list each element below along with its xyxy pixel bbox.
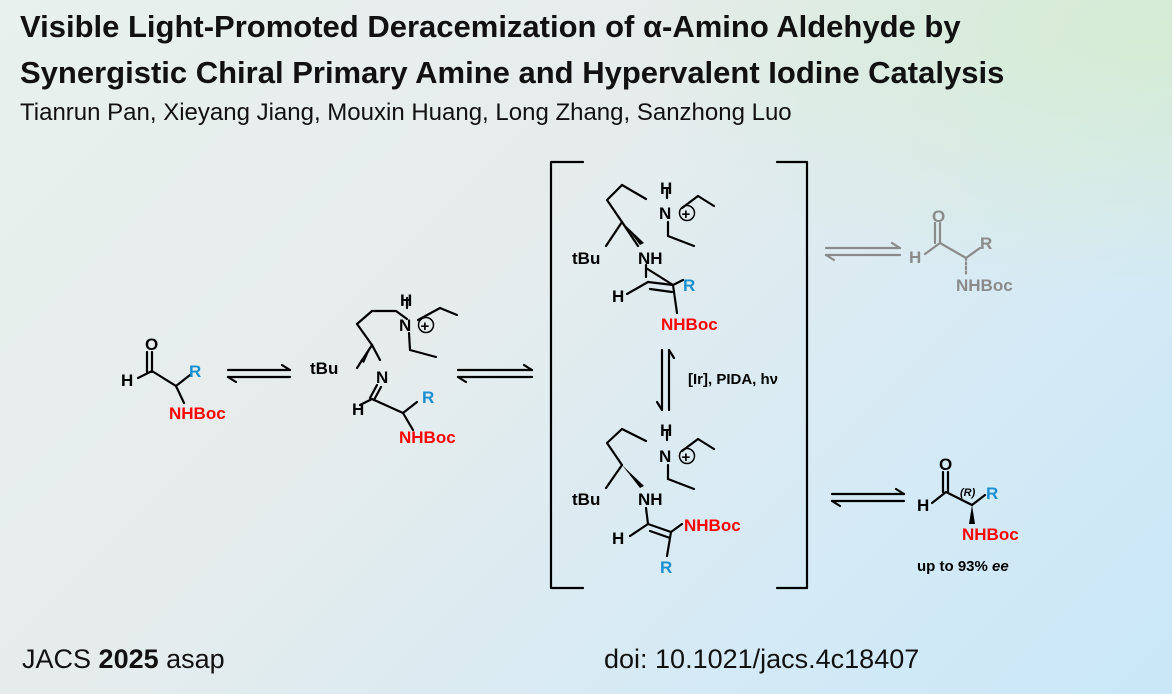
equilibrium-arrow-2 bbox=[456, 363, 534, 384]
nhboc-2: NHBoc bbox=[399, 428, 456, 447]
stereo-descriptor: (R) bbox=[960, 487, 976, 499]
title-line-1: Visible Light-Promoted Deracemization of… bbox=[20, 9, 961, 44]
selectivity-unit: ee bbox=[992, 558, 1009, 575]
nh-4: NH bbox=[638, 249, 663, 268]
bracket-left bbox=[549, 160, 585, 590]
imine-intermediate bbox=[355, 296, 459, 432]
r-group-1: R bbox=[189, 362, 201, 381]
r-group-4: R bbox=[683, 276, 695, 295]
nhboc-1: NHBoc bbox=[169, 404, 226, 423]
bracket-right bbox=[775, 160, 809, 590]
charge-plus-2 bbox=[417, 316, 435, 334]
nhboc-product: NHBoc bbox=[962, 525, 1019, 544]
atom-h-7: H bbox=[612, 529, 624, 548]
r-group-6: R bbox=[660, 558, 672, 577]
racemic-aldehyde bbox=[136, 350, 192, 405]
selectivity-label: up to 93% ee bbox=[917, 558, 1009, 575]
nhboc-gray: NHBoc bbox=[956, 276, 1013, 295]
atom-o-product: O bbox=[939, 455, 952, 474]
equilibrium-arrow-product bbox=[830, 487, 906, 508]
atom-n-imine: N bbox=[376, 368, 388, 387]
tbu-4: tBu bbox=[572, 249, 600, 268]
charge-plus-label-6: + bbox=[682, 449, 691, 466]
r-group-gray: R bbox=[980, 234, 992, 253]
journal-name: JACS bbox=[22, 644, 92, 674]
journal-citation: JACS 2025 asap bbox=[22, 644, 225, 675]
atom-n-6: N bbox=[659, 447, 671, 466]
vertical-equilibrium-arrow bbox=[655, 348, 676, 412]
tbu-6: tBu bbox=[572, 490, 600, 509]
atom-h-3: H bbox=[352, 400, 364, 419]
charge-plus-label-2: + bbox=[421, 318, 430, 335]
selectivity-prefix: up to 93% bbox=[917, 558, 992, 575]
racemic-aldehyde-gray bbox=[923, 221, 982, 278]
nhboc-4: NHBoc bbox=[661, 315, 718, 334]
atom-n-4: N bbox=[659, 204, 671, 223]
enantioenriched-aldehyde bbox=[930, 470, 987, 507]
background-tint bbox=[612, 0, 1172, 300]
r-group-2: R bbox=[422, 388, 434, 407]
doi: doi: 10.1021/jacs.4c18407 bbox=[604, 644, 920, 674]
atom-h-5: H bbox=[612, 287, 624, 306]
atom-o-gray: O bbox=[932, 207, 945, 226]
nh-6: NH bbox=[638, 490, 663, 509]
nhboc-6: NHBoc bbox=[684, 516, 741, 535]
atom-h-1: H bbox=[121, 371, 133, 390]
publication-year: 2025 bbox=[98, 644, 159, 674]
atom-h-4: H bbox=[660, 179, 672, 198]
equilibrium-arrow-1 bbox=[226, 363, 292, 384]
title-line-2: Synergistic Chiral Primary Amine and Hyp… bbox=[20, 55, 1005, 90]
r-group-product: R bbox=[986, 484, 998, 503]
charge-plus-4 bbox=[678, 204, 696, 222]
atom-h-6: H bbox=[660, 421, 672, 440]
charge-plus-label-4: + bbox=[682, 206, 691, 223]
publication-status: asap bbox=[166, 644, 225, 674]
charge-plus-6 bbox=[678, 447, 696, 465]
tbu-2: tBu bbox=[310, 359, 338, 378]
atom-h-gray: H bbox=[909, 248, 921, 267]
atom-h-2: H bbox=[400, 291, 412, 310]
atom-o-1: O bbox=[145, 335, 158, 354]
paper-title: Visible Light-Promoted Deracemization of… bbox=[20, 4, 1004, 96]
equilibrium-arrow-gray bbox=[824, 241, 902, 262]
atom-h-product: H bbox=[917, 496, 929, 515]
enamine-bottom bbox=[604, 427, 716, 558]
author-list: Tianrun Pan, Xieyang Jiang, Mouxin Huang… bbox=[20, 99, 792, 126]
atom-n-2: N bbox=[399, 316, 411, 335]
reaction-conditions: [Ir], PIDA, hν bbox=[688, 371, 778, 388]
